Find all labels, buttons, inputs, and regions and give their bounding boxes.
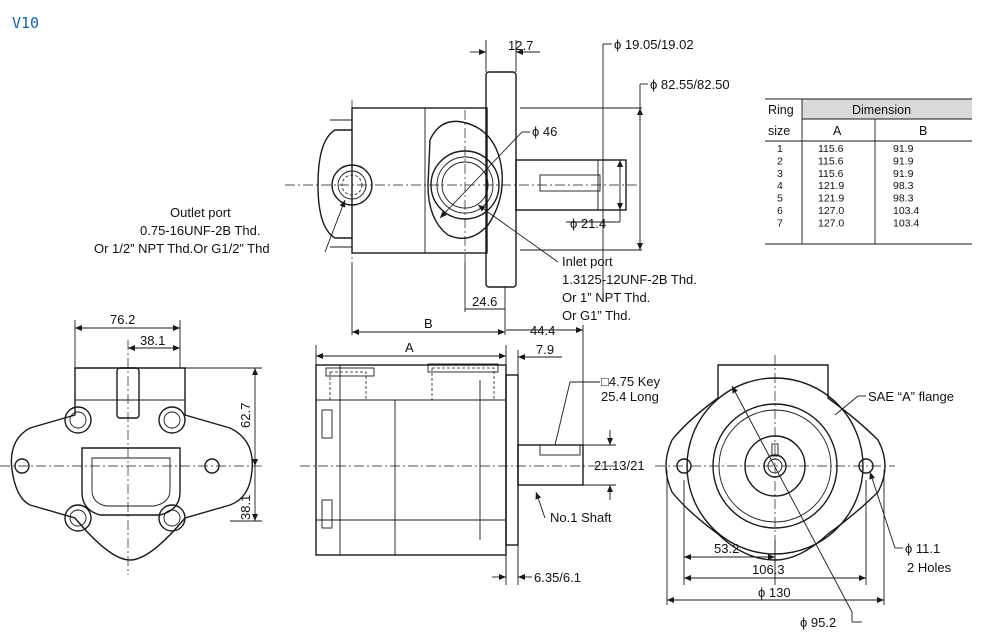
table-cell: 91.9 bbox=[893, 143, 914, 155]
inlet-line-2: 1.3125-12UNF-2B Thd. bbox=[562, 272, 697, 287]
table-cell: 103.4 bbox=[893, 205, 919, 217]
table-cell: 2 bbox=[777, 155, 783, 167]
dim-shaft-small: ϕ 21.4 bbox=[570, 216, 606, 231]
table-cell: 1 bbox=[777, 143, 783, 155]
dim-62-7: 62.7 bbox=[238, 403, 253, 428]
table-head-dimension: Dimension bbox=[852, 103, 911, 117]
table-head-size: size bbox=[768, 124, 790, 138]
table-cell: 121.9 bbox=[818, 180, 844, 192]
key-line-2: 25.4 Long bbox=[601, 389, 659, 404]
dim-38-1-side: 38.1 bbox=[238, 495, 253, 520]
shaft-label: No.1 Shaft bbox=[550, 510, 612, 525]
dim-pilot-dia: ϕ 82.55/82.50 bbox=[650, 77, 730, 92]
page-title: V10 bbox=[12, 14, 40, 32]
outlet-line-2: 0.75-16UNF-2B Thd. bbox=[140, 223, 260, 238]
table-cell: 115.6 bbox=[818, 143, 844, 155]
table-cell: 115.6 bbox=[818, 168, 844, 180]
table-head-b: B bbox=[919, 124, 927, 138]
dim-21-13: 21.13/21 bbox=[594, 458, 645, 473]
dim-port-dia: ϕ 46 bbox=[532, 124, 557, 139]
table-cell: 6 bbox=[777, 205, 783, 217]
table-cell: 121.9 bbox=[818, 193, 844, 205]
outlet-line-3: Or 1/2” NPT Thd.Or G1/2” Thd bbox=[94, 241, 270, 256]
table-head-ring: Ring bbox=[768, 103, 794, 117]
dim-B: B bbox=[424, 316, 433, 331]
dim-38-1-top: 38.1 bbox=[140, 333, 165, 348]
outlet-line-1: Outlet port bbox=[170, 205, 231, 220]
dim-A: A bbox=[405, 340, 414, 355]
dim-76-2: 76.2 bbox=[110, 312, 135, 327]
dim-106-3: 106.3 bbox=[752, 562, 785, 577]
key-line-1: □4.75 Key bbox=[601, 374, 661, 389]
dim-7-9: 7.9 bbox=[536, 342, 554, 357]
ring-size-table: Ring size Dimension A B 1 115.6 91.9 2 115.6… bbox=[765, 98, 972, 245]
flange-label: SAE “A” flange bbox=[868, 389, 954, 404]
dim-11-1: ϕ 11.1 bbox=[905, 541, 940, 556]
dim-shaft-dia: ϕ 19.05/19.02 bbox=[614, 37, 694, 52]
dim-95-2: ϕ 95.2 bbox=[800, 615, 836, 630]
front-view: 76.2 38.1 62.7 38.1 bbox=[0, 312, 262, 575]
dim-holes: 2 Holes bbox=[907, 560, 952, 575]
dim-12-7: 12.7 bbox=[508, 38, 533, 53]
dim-44-4: 44.4 bbox=[530, 323, 555, 338]
table-cell: 91.9 bbox=[893, 168, 914, 180]
dim-24-6: 24.6 bbox=[472, 294, 497, 309]
dim-6-35: 6.35/6.1 bbox=[534, 570, 581, 585]
table-cell: 115.6 bbox=[818, 155, 844, 167]
table-cell: 91.9 bbox=[893, 155, 914, 167]
top-view: 12.7 ϕ 19.05/19.02 ϕ 82.55/82.50 ϕ 46 ϕ … bbox=[94, 37, 730, 335]
table-cell: 98.3 bbox=[893, 180, 914, 192]
table-cell: 7 bbox=[777, 217, 783, 229]
dim-53-2: 53.2 bbox=[714, 541, 739, 556]
inlet-line-1: Inlet port bbox=[562, 254, 613, 269]
table-head-a: A bbox=[833, 124, 842, 138]
table-cell: 103.4 bbox=[893, 217, 919, 229]
table-cell: 127.0 bbox=[818, 217, 844, 229]
table-cell: 98.3 bbox=[893, 193, 914, 205]
side-view: A 44.4 7.9 □4.75 Key 25.4 Long 21.13/21 … bbox=[300, 323, 661, 585]
rear-view: SAE “A” flange ϕ 95.2 53.2 106.3 ϕ 130 ϕ… bbox=[655, 355, 954, 630]
dim-130: ϕ 130 bbox=[758, 585, 791, 600]
table-rows: 1 115.6 91.9 2 115.6 91.9 3 115.6 91.9 4 121.9 98.3… bbox=[777, 143, 919, 229]
inlet-line-4: Or G1” Thd. bbox=[562, 308, 631, 323]
inlet-line-3: Or 1” NPT Thd. bbox=[562, 290, 650, 305]
table-cell: 127.0 bbox=[818, 205, 844, 217]
table-cell: 4 bbox=[777, 180, 783, 192]
table-cell: 5 bbox=[777, 193, 783, 205]
table-cell: 3 bbox=[777, 168, 783, 180]
